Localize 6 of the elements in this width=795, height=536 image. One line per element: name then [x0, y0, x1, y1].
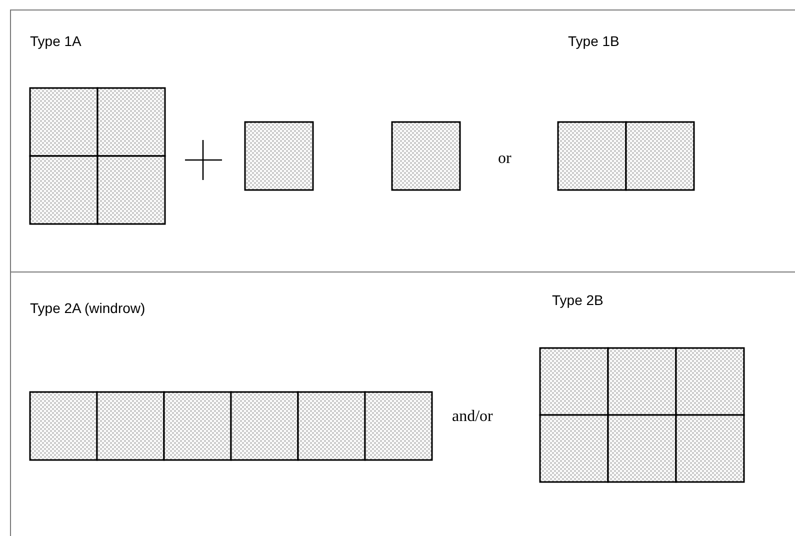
conjunction-text: or: [498, 150, 512, 168]
conjunction-text: and/or: [452, 408, 493, 426]
type-label: Type 1A: [30, 33, 82, 49]
type-label: Type 2B: [552, 292, 604, 308]
type-label: Type 1B: [568, 33, 620, 49]
type-label: Type 2A (windrow): [30, 300, 146, 316]
